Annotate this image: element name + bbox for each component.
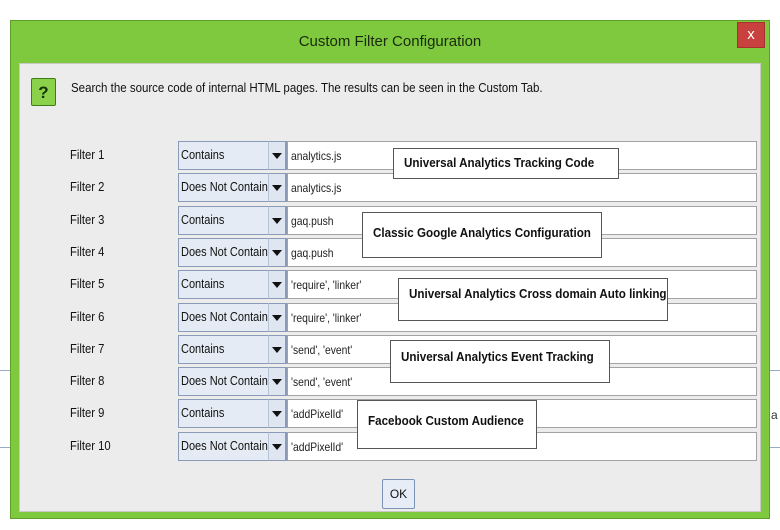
dropdown-arrow-button[interactable] xyxy=(268,270,286,300)
callout-universal-analytics-tracking: Universal Analytics Tracking Code xyxy=(393,148,620,179)
filter-text-value: gaq.push xyxy=(291,213,334,228)
callout-cross-domain-auto-linking: Universal Analytics Cross domain Auto li… xyxy=(398,278,668,321)
chevron-down-icon xyxy=(272,185,282,192)
chevron-down-icon xyxy=(272,249,282,256)
background-line xyxy=(0,447,10,448)
filter-mode-value: Does Not Contain xyxy=(181,438,268,453)
filter-mode-value: Does Not Contain xyxy=(181,309,268,324)
filter-label: Filter 2 xyxy=(70,180,105,195)
filter-mode-value: Contains xyxy=(181,148,225,162)
callout-label: Universal Analytics Cross domain Auto li… xyxy=(409,287,667,301)
chevron-down-icon xyxy=(272,379,282,386)
filter-mode-value: Contains xyxy=(181,212,225,227)
chevron-down-icon xyxy=(272,411,282,418)
chevron-down-icon xyxy=(272,153,282,159)
background-text-fragment: a xyxy=(771,408,778,422)
filter-text-value: analytics.js xyxy=(291,149,342,163)
filter-label: Filter 9 xyxy=(70,406,105,421)
callout-facebook-custom-audience: Facebook Custom Audience xyxy=(357,400,537,449)
filter-mode-value: Does Not Contain xyxy=(181,180,268,195)
dropdown-arrow-button[interactable] xyxy=(268,205,286,235)
dropdown-arrow-button[interactable] xyxy=(268,237,286,267)
title-bar[interactable]: Custom Filter Configuration x xyxy=(11,21,769,61)
dropdown-arrow-button[interactable] xyxy=(268,367,286,397)
filter-label: Filter 6 xyxy=(70,309,105,324)
dialog-content: ? Search the source code of internal HTM… xyxy=(19,63,761,512)
filter-text-value: 'send', 'event' xyxy=(291,375,353,390)
close-button[interactable]: x xyxy=(737,22,765,48)
dropdown-arrow-button[interactable] xyxy=(268,334,286,364)
callout-label: Facebook Custom Audience xyxy=(368,414,524,428)
filter-label: Filter 5 xyxy=(70,277,105,292)
background-line xyxy=(770,370,780,371)
filter-label: Filter 10 xyxy=(70,438,111,453)
filter-mode-value: Contains xyxy=(181,341,225,356)
background-line xyxy=(770,447,780,448)
callout-event-tracking: Universal Analytics Event Tracking xyxy=(390,340,610,383)
filter-text-value: 'addPixelId' xyxy=(291,439,344,454)
filter-row: Filter 1 Contains analytics.js xyxy=(20,141,762,170)
help-question-icon: ? xyxy=(31,78,56,106)
filter-text-value: 'addPixelId' xyxy=(291,407,344,422)
filter-row: Filter 2 Does Not Contain analytics.js xyxy=(20,173,762,203)
dropdown-arrow-button[interactable] xyxy=(268,173,286,203)
ok-button[interactable]: OK xyxy=(382,479,415,509)
instructions-text: Search the source code of internal HTML … xyxy=(71,81,543,95)
custom-filter-dialog: Custom Filter Configuration x ? Search t… xyxy=(10,20,770,519)
filter-label: Filter 1 xyxy=(70,148,105,162)
filter-mode-value: Does Not Contain xyxy=(181,374,268,389)
callout-label: Classic Google Analytics Configuration xyxy=(373,226,591,240)
chevron-down-icon xyxy=(272,282,282,289)
filter-text-value: 'require', 'linker' xyxy=(291,278,362,293)
callout-label: Universal Analytics Event Tracking xyxy=(401,350,594,364)
chevron-down-icon xyxy=(272,217,282,224)
dropdown-arrow-button[interactable] xyxy=(268,141,286,170)
dropdown-arrow-button[interactable] xyxy=(268,302,286,332)
background-line xyxy=(0,370,10,371)
filter-text-value: gaq.push xyxy=(291,245,334,260)
filter-text-value: 'send', 'event' xyxy=(291,342,353,357)
filter-mode-value: Does Not Contain xyxy=(181,244,268,259)
chevron-down-icon xyxy=(272,314,282,321)
dropdown-arrow-button[interactable] xyxy=(268,399,286,429)
callout-label: Universal Analytics Tracking Code xyxy=(404,156,595,170)
filter-mode-dropdown[interactable]: Contains xyxy=(178,334,287,364)
chevron-down-icon xyxy=(272,443,282,450)
filter-mode-value: Contains xyxy=(181,406,225,421)
filter-label: Filter 3 xyxy=(70,212,105,227)
dialog-title: Custom Filter Configuration xyxy=(298,33,482,50)
filter-text-value: 'require', 'linker' xyxy=(291,310,362,325)
chevron-down-icon xyxy=(272,346,282,353)
callout-classic-google-analytics: Classic Google Analytics Configuration xyxy=(362,212,602,258)
filter-label: Filter 4 xyxy=(70,244,105,259)
filter-label: Filter 8 xyxy=(70,374,105,389)
dropdown-arrow-button[interactable] xyxy=(268,431,286,461)
filter-label: Filter 7 xyxy=(70,341,105,356)
filter-mode-value: Contains xyxy=(181,277,225,292)
filter-text-value: analytics.js xyxy=(291,181,342,196)
